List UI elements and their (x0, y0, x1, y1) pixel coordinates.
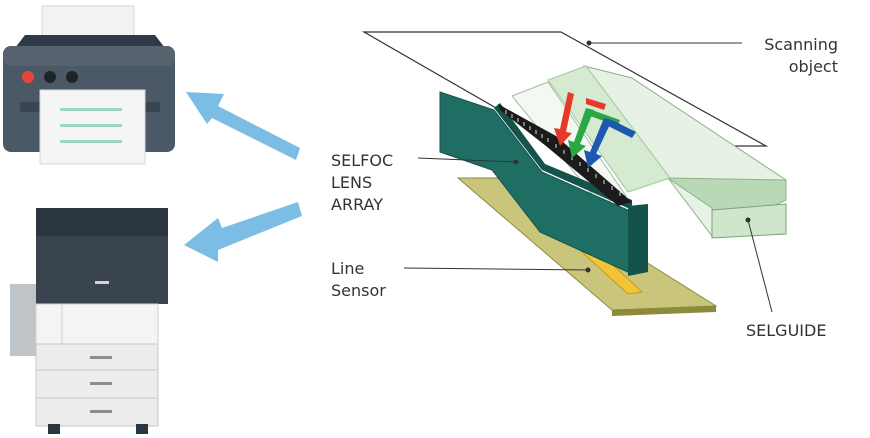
arrow-to-printer (186, 92, 300, 160)
label-selfoc-lens-array: SELFOC LENS ARRAY (331, 150, 393, 216)
label-scanning-object-line1: Scanning (764, 35, 838, 54)
label-line-sensor: Line Sensor (331, 258, 386, 302)
label-selguide: SELGUIDE (746, 320, 826, 342)
light-arrow-blue (584, 118, 636, 168)
label-scanning-object: Scanning object (748, 34, 838, 78)
leader-lines (403, 40, 773, 313)
label-selfoc-line3: ARRAY (331, 195, 384, 214)
leader-selfoc (417, 157, 517, 163)
arrow-to-copier (184, 202, 302, 262)
label-line-sensor-line2: Sensor (331, 281, 386, 300)
printer-icon (3, 5, 175, 165)
label-selguide-text: SELGUIDE (746, 321, 827, 340)
label-scanning-object-line2: object (788, 57, 838, 76)
lens-elements (505, 110, 621, 196)
label-selfoc-line1: SELFOC (331, 151, 394, 170)
leader-selguide (747, 219, 773, 313)
label-line-sensor-line1: Line (331, 259, 365, 278)
label-selfoc-line2: LENS (331, 173, 373, 192)
selfoc-lens-array (439, 91, 648, 276)
copier-icon (10, 208, 168, 434)
light-arrow-red (554, 92, 606, 146)
leader-line-sensor (403, 267, 589, 271)
